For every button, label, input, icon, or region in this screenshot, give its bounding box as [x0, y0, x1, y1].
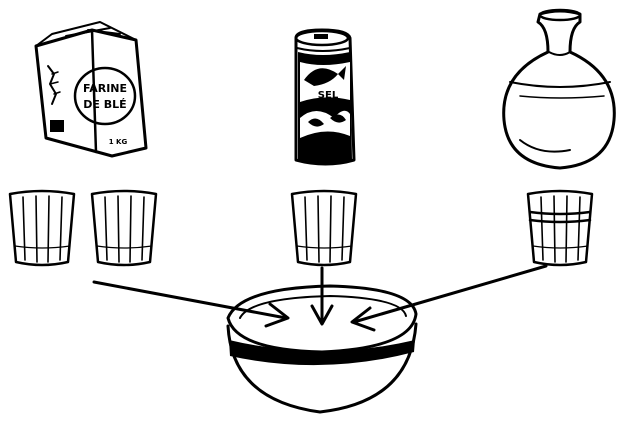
- arrow-oil: [352, 266, 546, 330]
- oil-bottle: [504, 10, 615, 168]
- salt-label: SEL: [318, 90, 339, 101]
- salt-can: SEL: [296, 30, 354, 164]
- flour-label-line2: DE BLÉ: [83, 98, 126, 111]
- flour-label-line1: FARINE: [83, 82, 127, 95]
- flour-weight: 1 KG: [109, 138, 128, 146]
- salt-glass: [292, 191, 356, 265]
- flour-bag: FARINE DE BLÉ 1 KG: [36, 22, 146, 156]
- flour-glass-2: [92, 191, 156, 265]
- flour-glass-1: [10, 191, 74, 265]
- oil-glass: [528, 191, 592, 265]
